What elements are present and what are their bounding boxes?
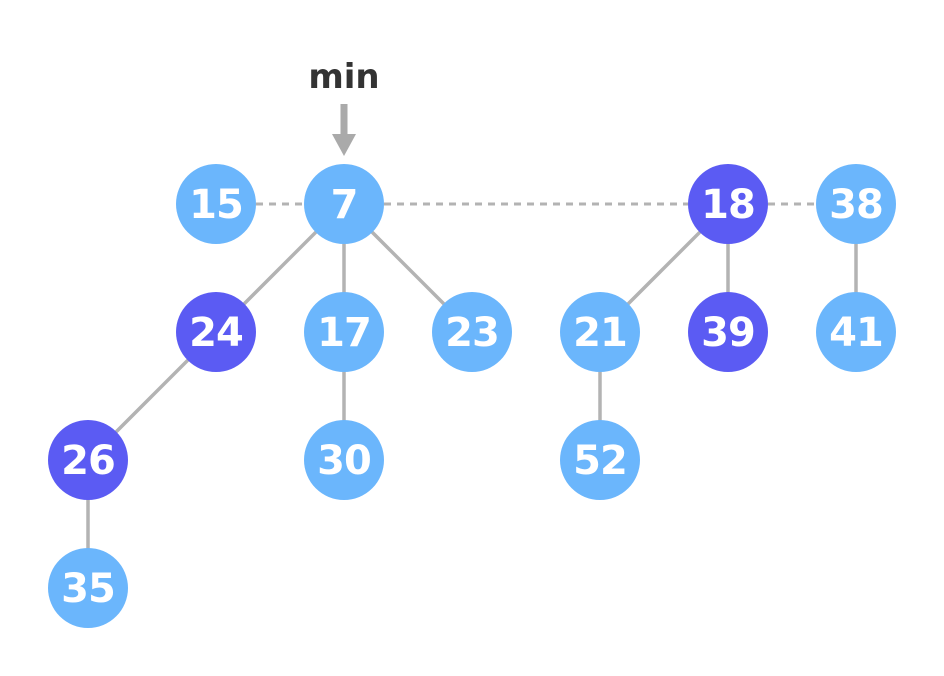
heap-node-52: 52 [560, 420, 640, 500]
node-key-label: 21 [573, 310, 627, 356]
heap-nodes: 15 7 18 38 24 17 23 21 39 41 26 30 52 35 [48, 164, 896, 628]
node-circle [432, 292, 512, 372]
node-circle [560, 420, 640, 500]
heap-node-15: 15 [176, 164, 256, 244]
heap-node-41: 41 [816, 292, 896, 372]
heap-node-26: 26 [48, 420, 128, 500]
node-key-label: 41 [829, 310, 883, 356]
node-key-label: 18 [701, 182, 755, 228]
node-circle [304, 292, 384, 372]
min-pointer: min [308, 57, 380, 156]
heap-node-39: 39 [688, 292, 768, 372]
node-key-label: 15 [189, 182, 243, 228]
node-key-label: 17 [317, 310, 371, 356]
node-key-label: 30 [317, 438, 371, 484]
node-key-label: 35 [61, 566, 115, 612]
node-circle [176, 164, 256, 244]
heap-node-38: 38 [816, 164, 896, 244]
node-circle [304, 164, 384, 244]
marked-node-circle [176, 292, 256, 372]
node-key-label: 26 [61, 438, 115, 484]
heap-node-7: 7 [304, 164, 384, 244]
min-pointer-label: min [308, 57, 379, 97]
node-key-label: 23 [445, 310, 499, 356]
min-pointer-arrow-head [332, 134, 356, 156]
heap-node-30: 30 [304, 420, 384, 500]
marked-node-circle [688, 164, 768, 244]
marked-node-circle [688, 292, 768, 372]
node-key-label: 24 [189, 310, 243, 356]
marked-node-circle [48, 420, 128, 500]
heap-node-18: 18 [688, 164, 768, 244]
node-circle [48, 548, 128, 628]
heap-node-17: 17 [304, 292, 384, 372]
node-circle [560, 292, 640, 372]
heap-node-24: 24 [176, 292, 256, 372]
heap-node-23: 23 [432, 292, 512, 372]
node-circle [304, 420, 384, 500]
node-key-label: 38 [829, 182, 883, 228]
node-key-label: 39 [701, 310, 755, 356]
heap-node-35: 35 [48, 548, 128, 628]
tree-edges [86, 202, 858, 588]
node-circle [816, 292, 896, 372]
heap-node-21: 21 [560, 292, 640, 372]
node-key-label: 7 [331, 182, 358, 228]
node-key-label: 52 [573, 438, 627, 484]
node-circle [816, 164, 896, 244]
